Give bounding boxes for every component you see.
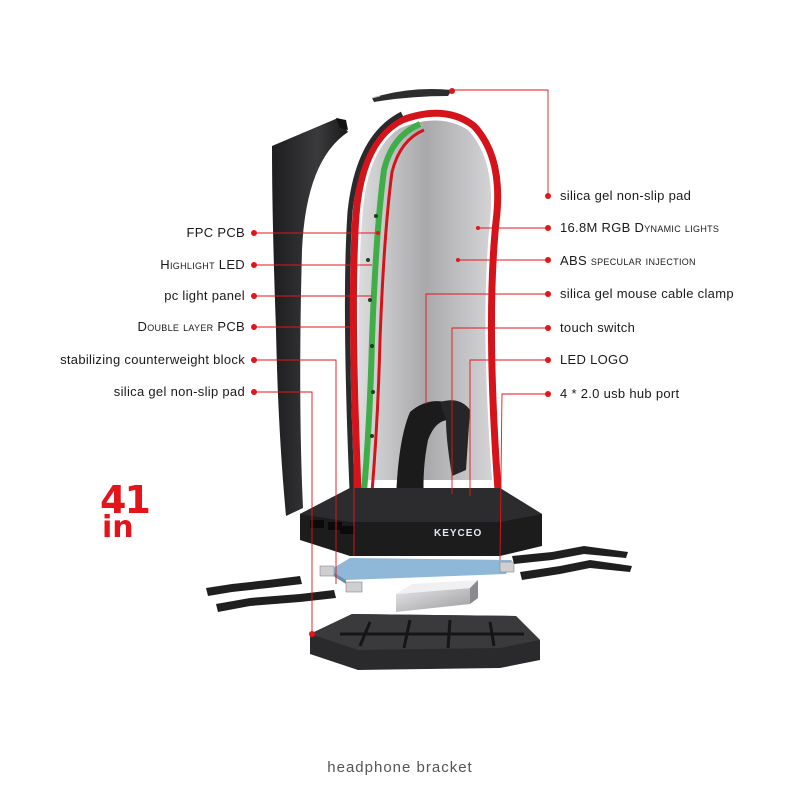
- label-cable-clamp: silica gel mouse cable clamp: [560, 286, 734, 301]
- label-fpc-pcb: FPC PCB: [186, 225, 245, 240]
- pcb-board: [330, 558, 512, 580]
- label-double-layer-pcb: Double layer PCB: [137, 319, 245, 334]
- marker-dot: [251, 262, 257, 268]
- counterweight-block: [396, 588, 470, 612]
- four-in-one-badge: 41 in: [100, 478, 170, 548]
- label-highlight-led: Highlight LED: [160, 257, 245, 272]
- usb-cables: [206, 546, 632, 612]
- led-strip: [361, 121, 422, 493]
- marker-dot: [251, 357, 257, 363]
- marker-dot: [545, 325, 551, 331]
- marker-dot: [545, 391, 551, 397]
- label-pc-light-panel: pc light panel: [164, 288, 245, 303]
- label-counterweight-block: stabilizing counterweight block: [60, 352, 245, 367]
- label-silica-pad-top: silica gel non-slip pad: [560, 188, 692, 203]
- caption: headphone bracket: [327, 759, 473, 776]
- marker-dot: [545, 291, 551, 297]
- side-shell: [272, 118, 348, 516]
- marker-dot: [251, 389, 257, 395]
- marker-dot: [545, 193, 551, 199]
- brand-logo: KEYCEO: [434, 528, 483, 539]
- top-silica-pad: [372, 89, 452, 102]
- marker-dot: [545, 357, 551, 363]
- badge-word: in: [102, 510, 134, 545]
- label-silica-pad-left: silica gel non-slip pad: [113, 384, 245, 399]
- label-led-logo: LED LOGO: [560, 352, 629, 367]
- label-rgb-lights: 16.8M RGB Dynamic lights: [560, 220, 720, 235]
- label-abs-injection: ABS specular injection: [560, 253, 696, 268]
- marker-dot: [545, 225, 551, 231]
- marker-dot: [545, 257, 551, 263]
- label-usb-hub: 4 * 2.0 usb hub port: [560, 386, 680, 401]
- marker-dot: [251, 230, 257, 236]
- badge-number: 41: [100, 478, 151, 522]
- light-panel: [358, 120, 492, 481]
- marker-dot: [251, 293, 257, 299]
- red-border: [349, 109, 502, 491]
- label-touch-switch: touch switch: [560, 320, 636, 335]
- marker-dot: [251, 324, 257, 330]
